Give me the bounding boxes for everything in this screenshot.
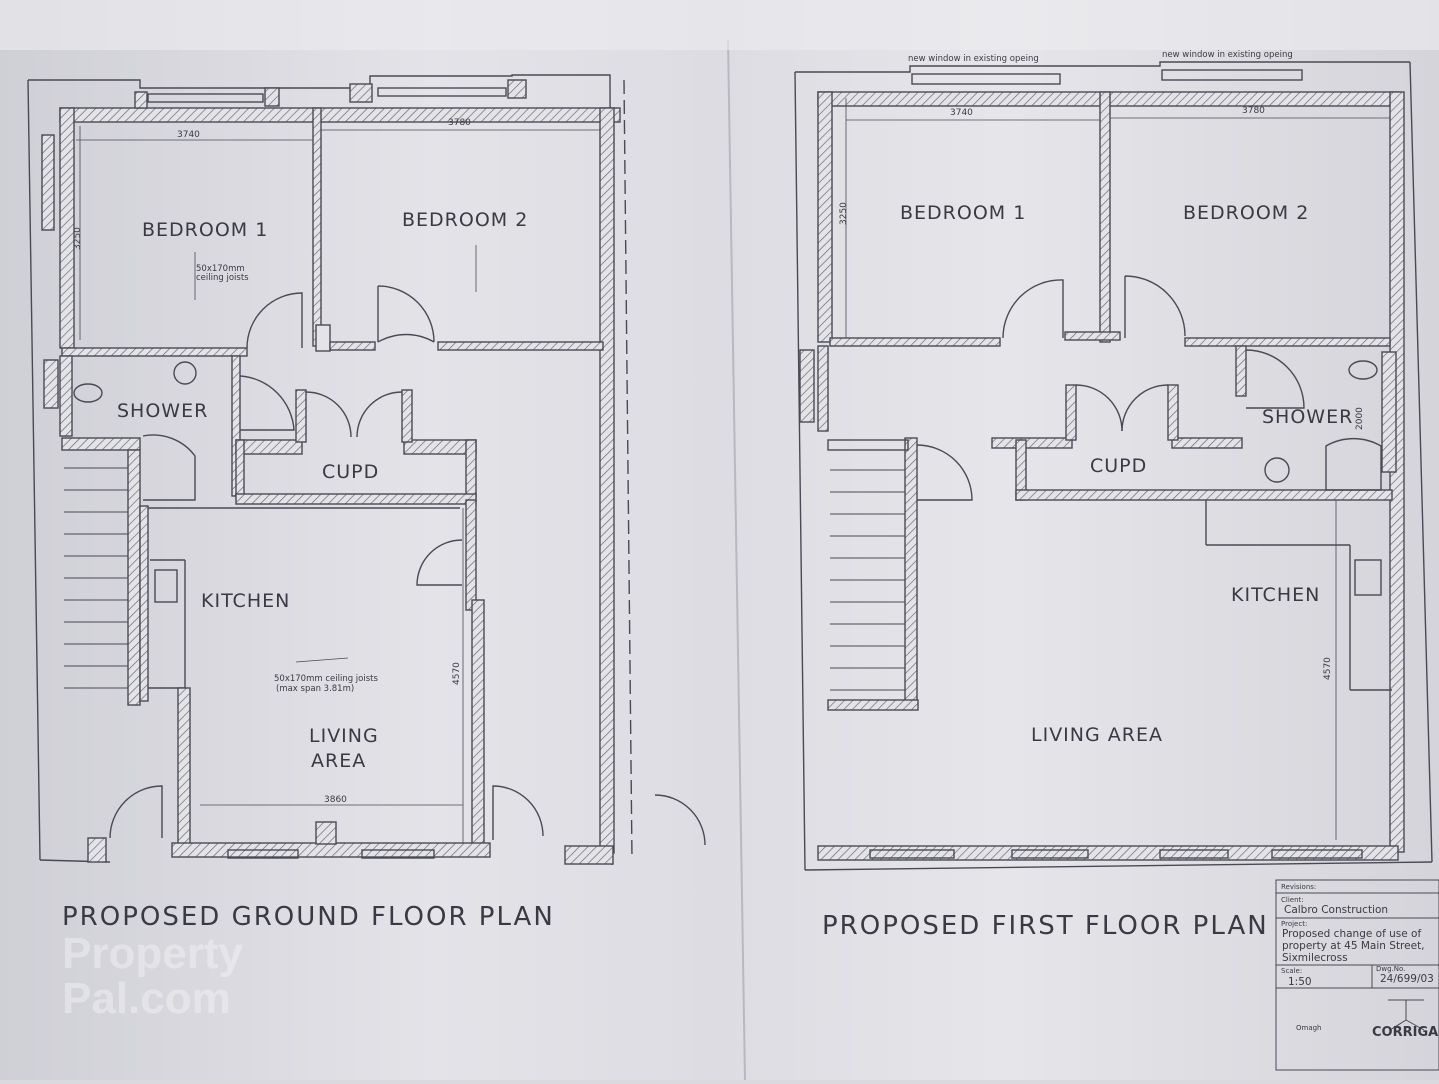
tb-scale-label: Scale: — [1281, 967, 1302, 975]
ff-bedroom2-label: BEDROOM 2 — [1183, 202, 1309, 224]
fold-line — [727, 39, 746, 1081]
tb-place: Omagh — [1296, 1024, 1322, 1032]
tb-revisions-label: Revisions: — [1281, 883, 1316, 891]
watermark-line1: Property — [62, 929, 243, 978]
tb-project-label: Project: — [1281, 920, 1307, 928]
ff-kitchen-label: KITCHEN — [1231, 584, 1320, 606]
tb-project-line1: Proposed change of use of — [1282, 928, 1421, 940]
gf-bedroom2-label: BEDROOM 2 — [402, 209, 528, 231]
ff-window-note-1: new window in existing opeing — [908, 54, 1039, 64]
tb-dwg-label: Dwg.No. — [1376, 965, 1405, 973]
gf-plan-title: PROPOSED GROUND FLOOR PLAN — [62, 902, 555, 932]
tb-client-label: Client: — [1281, 896, 1304, 904]
gf-bedroom1-label: BEDROOM 1 — [142, 219, 268, 241]
gf-joist-note-2b: (max span 3.81m) — [276, 684, 354, 694]
ff-cupd-label: CUPD — [1090, 455, 1147, 477]
tb-dwg: 24/699/03 — [1380, 973, 1434, 985]
ff-bedroom1-label: BEDROOM 1 — [900, 202, 1026, 224]
ff-window-note-2: new window in existing opeing — [1162, 50, 1293, 60]
ff-plan-title: PROPOSED FIRST FLOOR PLAN — [822, 911, 1269, 941]
first-floor-plan — [794, 61, 1433, 871]
ff-dim-h2: 2000 — [1355, 407, 1365, 430]
gf-joist-note-1a: 50x170mm — [196, 264, 245, 274]
gf-dim-w3: 3860 — [324, 795, 347, 805]
title-block — [1275, 879, 1439, 1071]
ff-shower-label: SHOWER — [1262, 406, 1353, 428]
ground-floor-plan — [27, 74, 706, 866]
gf-kitchen-label: KITCHEN — [201, 590, 290, 612]
ff-dim-w2: 3780 — [1242, 106, 1265, 116]
corrigan-logo-icon — [1388, 999, 1425, 1031]
watermark-line2: Pal.com — [62, 974, 231, 1023]
ff-living-label: LIVING AREA — [1031, 724, 1163, 746]
gf-dim-h1: 3250 — [73, 227, 83, 250]
tb-project-line2: property at 45 Main Street, — [1282, 940, 1425, 952]
gf-dim-w2: 3780 — [448, 118, 471, 128]
ff-dim-h1: 3250 — [839, 202, 849, 225]
gf-area-label: AREA — [311, 750, 366, 772]
gf-dim-h2: 4570 — [452, 662, 462, 685]
ff-dim-w1: 3740 — [950, 108, 973, 118]
gf-joist-note-2a: 50x170mm ceiling joists — [274, 674, 378, 684]
tb-project-line3: Sixmilecross — [1282, 952, 1348, 964]
tb-client: Calbro Construction — [1284, 904, 1388, 916]
ff-dim-h3: 4570 — [1323, 657, 1333, 680]
gf-cupd-label: CUPD — [322, 461, 379, 483]
tb-logo-text: CORRIGA — [1372, 1025, 1438, 1040]
gf-dim-w1: 3740 — [177, 130, 200, 140]
gf-joist-note-1b: ceiling joists — [196, 273, 249, 283]
gf-shower-label: SHOWER — [117, 400, 208, 422]
tb-scale: 1:50 — [1288, 976, 1312, 988]
gf-living-label: LIVING — [309, 725, 379, 747]
